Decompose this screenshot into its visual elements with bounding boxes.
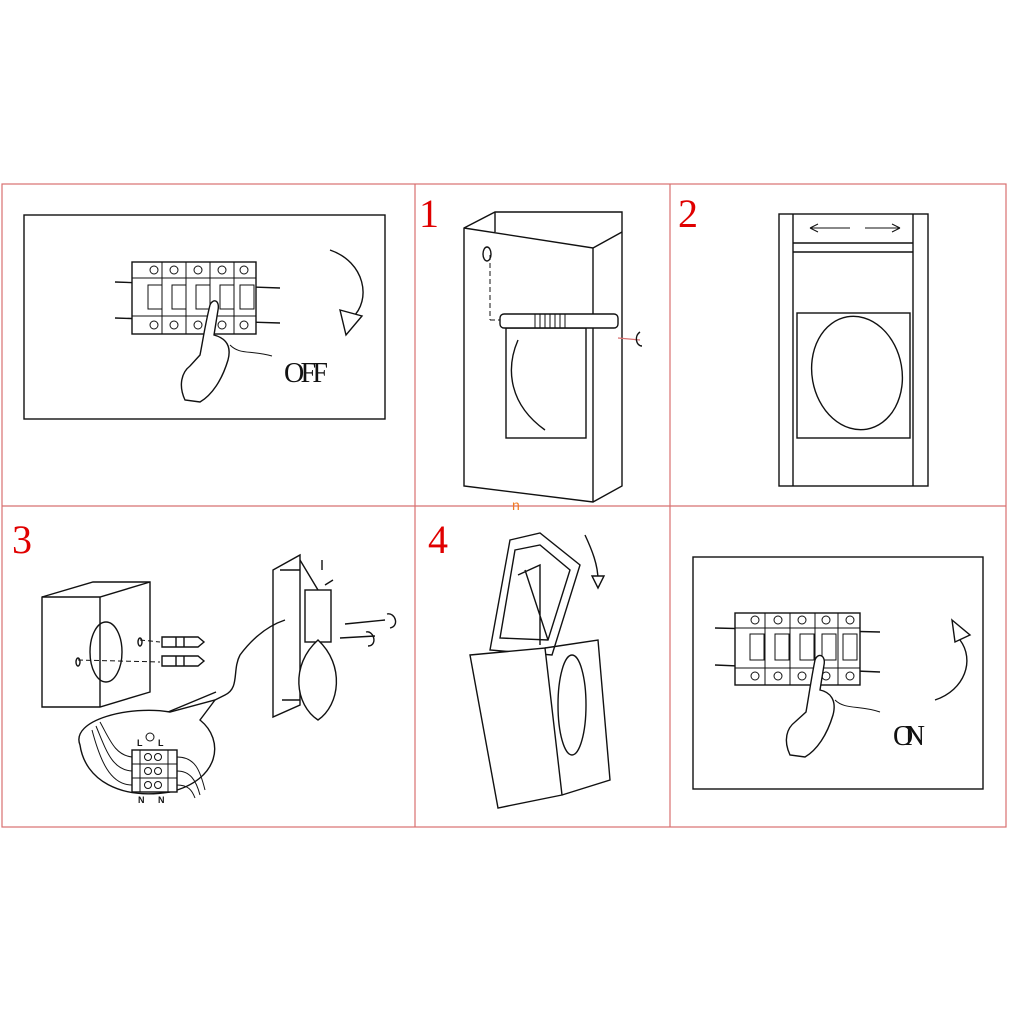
terminal-label-n: N (158, 795, 165, 805)
panel-step-4: 4 (428, 517, 611, 809)
arrow-down-icon (329, 249, 364, 319)
watermark-text: n (512, 497, 520, 513)
panel-grid (1, 183, 1007, 828)
hand-icon (785, 654, 835, 758)
panel-switch-on: ON (692, 556, 984, 790)
step-number: 2 (678, 191, 698, 236)
on-label: ON (893, 721, 925, 752)
candle-bulb-icon (298, 639, 338, 721)
slide-arrows-icon (809, 223, 901, 233)
step-number: 4 (428, 517, 448, 562)
terminal-label-l: L (137, 738, 143, 748)
arrow-up-icon (934, 639, 968, 701)
screw-rod-icon (499, 313, 619, 329)
terminal-block-icon: L L N N (91, 721, 206, 805)
panel-step-1: 1 (419, 191, 643, 503)
breaker-box-icon (114, 261, 281, 335)
off-label: OFF (284, 358, 328, 389)
panel-switch-off: OFF (23, 214, 386, 420)
step-number: 1 (419, 191, 439, 236)
hand-icon (180, 300, 230, 403)
rotate-arrow-icon (584, 534, 599, 581)
screw-icon (339, 619, 386, 639)
step-number: 3 (12, 517, 32, 562)
breaker-box-icon (714, 612, 881, 686)
terminal-label-n: N (138, 795, 145, 805)
wall-plug-icon (161, 636, 206, 667)
panel-step-3: 3 L L N N (12, 517, 397, 805)
panel-step-2: 2 (678, 191, 929, 487)
terminal-label-l: L (158, 738, 164, 748)
